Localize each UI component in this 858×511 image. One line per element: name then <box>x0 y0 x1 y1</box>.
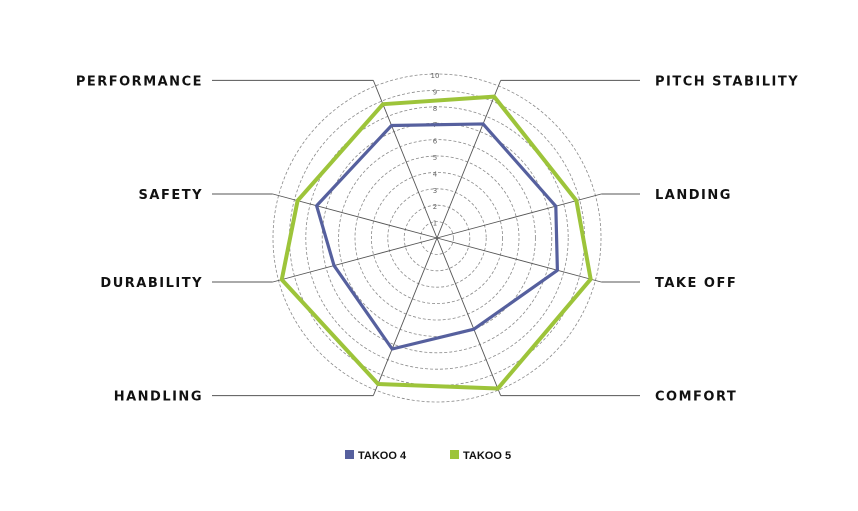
grid-ring-2 <box>403 204 471 272</box>
grid-ring-6 <box>338 139 536 337</box>
spoke-landing <box>436 193 602 239</box>
grid-ring-3 <box>387 188 487 288</box>
tick-label-6: 6 <box>433 138 438 146</box>
grid-ring-4 <box>370 171 503 304</box>
label-leader-lines <box>212 79 640 397</box>
series-takoo-4 <box>315 122 559 351</box>
axis-label-comfort: COMFORT <box>655 390 737 405</box>
tick-label-4: 4 <box>433 170 438 178</box>
grid-ring-8 <box>305 106 569 370</box>
axis-label-handling: HANDLING <box>114 390 203 405</box>
spoke-pitch-stability <box>436 80 502 239</box>
axis-label-pitch-stability: PITCH STABILITY <box>655 74 799 89</box>
series-takoo-5 <box>279 94 593 391</box>
axis-spokes <box>272 80 602 396</box>
tick-label-9: 9 <box>433 88 437 96</box>
spoke-take-off <box>436 237 602 283</box>
axis-label-safety: SAFETY <box>139 188 203 203</box>
tick-label-2: 2 <box>433 203 437 211</box>
spoke-handling <box>372 237 438 396</box>
spoke-safety <box>272 193 438 239</box>
axis-label-take-off: TAKE OFF <box>655 276 737 291</box>
grid-ring-1 <box>420 221 454 255</box>
series-layer <box>279 94 593 391</box>
tick-label-3: 3 <box>433 187 437 195</box>
axis-label-durability: DURABILITY <box>100 276 203 291</box>
legend-swatch-takoo-4 <box>345 450 354 459</box>
legend-label-takoo-5: TAKOO 5 <box>463 450 511 462</box>
axis-labels: PITCH STABILITY LANDING TAKE OFF COMFORT HAN… <box>76 74 799 405</box>
grid-ring-5 <box>354 155 520 321</box>
tick-label-1: 1 <box>433 220 437 228</box>
legend-swatch-takoo-5 <box>450 450 459 459</box>
axis-label-landing: LANDING <box>655 188 732 203</box>
grid-ring-10 <box>272 73 602 403</box>
spoke-durability <box>272 237 438 283</box>
legend-label-takoo-4: TAKOO 4 <box>358 450 407 462</box>
axis-label-performance: PERFORMANCE <box>76 74 203 89</box>
tick-label-5: 5 <box>433 154 437 162</box>
spoke-performance <box>372 80 438 239</box>
spoke-comfort <box>436 237 502 396</box>
tick-label-8: 8 <box>433 105 437 113</box>
legend: TAKOO 4 TAKOO 5 <box>345 450 511 462</box>
tick-label-10: 10 <box>431 72 440 80</box>
